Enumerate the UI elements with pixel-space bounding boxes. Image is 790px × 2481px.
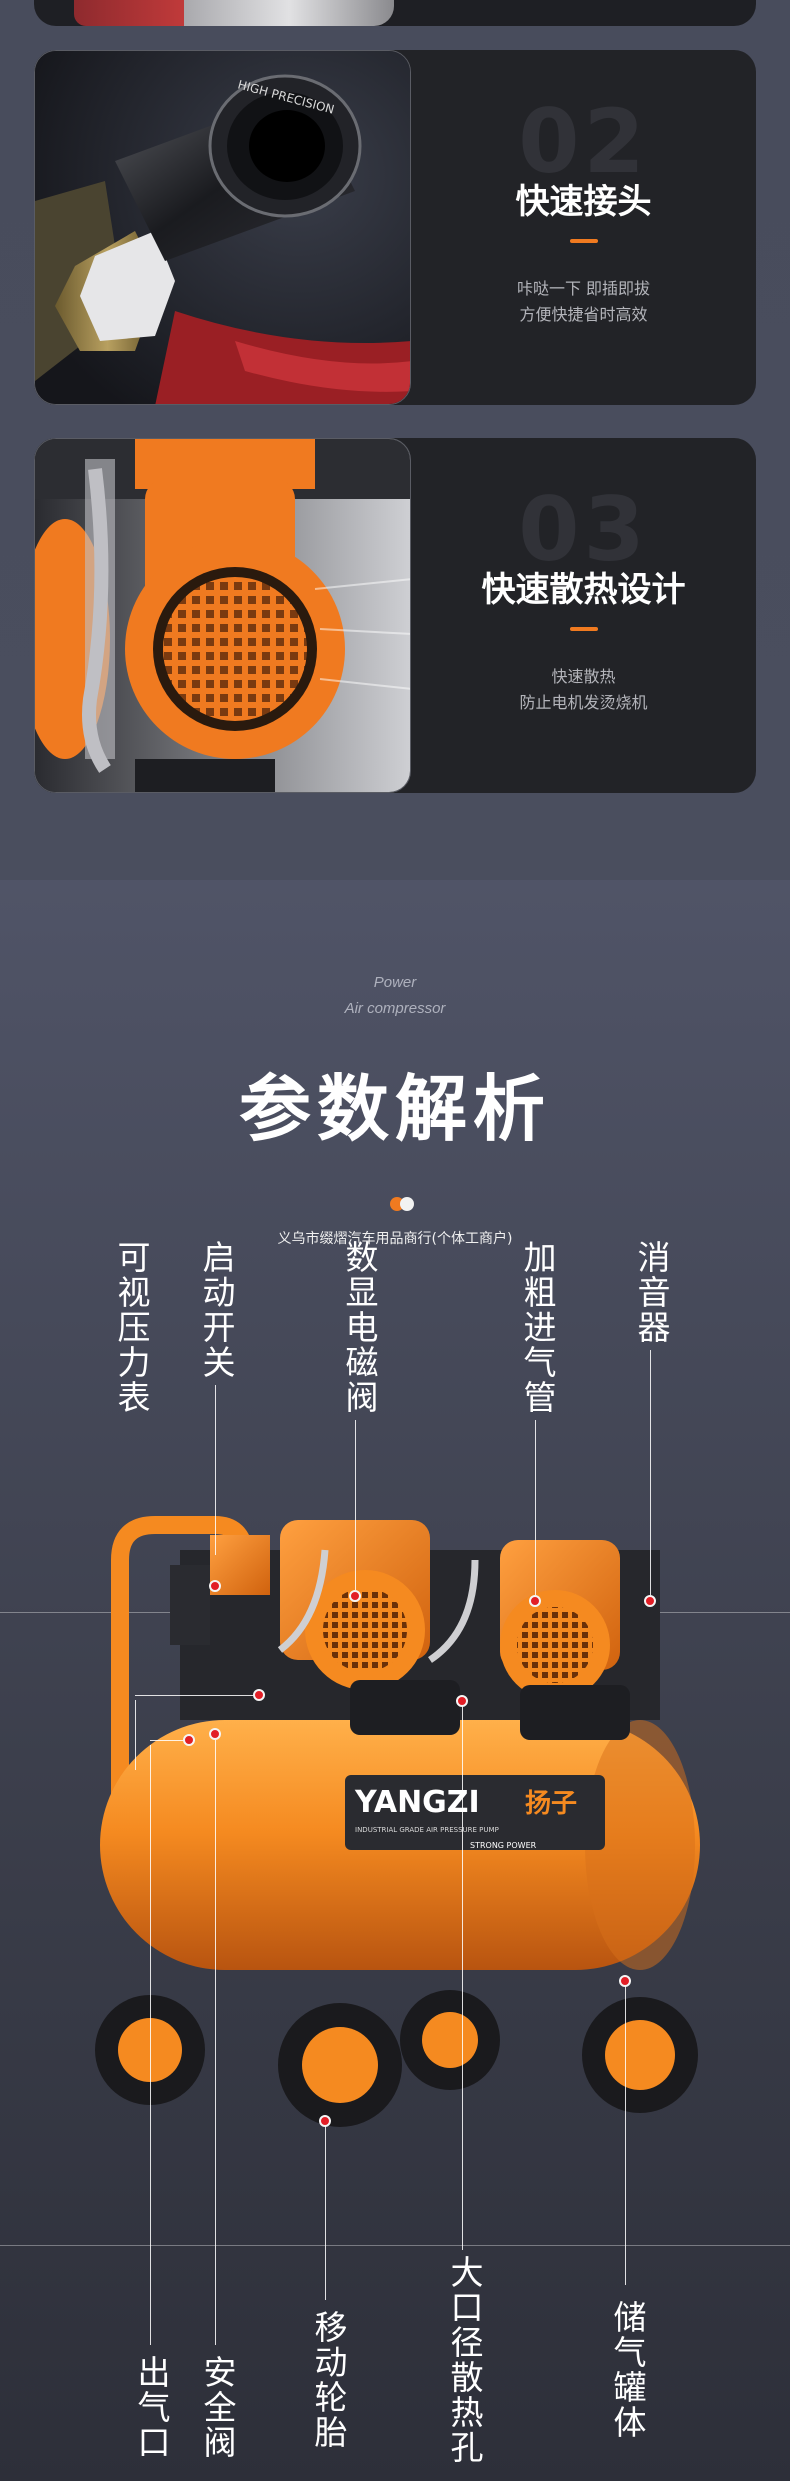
callout-line-muffler [650, 1350, 651, 1595]
callout-dot-safety [209, 1728, 221, 1740]
label-air-outlet: 出气口 [132, 2355, 171, 2460]
decor-dots [390, 1195, 420, 1211]
feature-desc-line: 咔哒一下 即插即拔 [516, 279, 651, 298]
callout-dot-vent [456, 1695, 468, 1707]
label-pressure-gauge: 可视压力表 [112, 1240, 151, 1415]
callout-line-gauge [135, 1700, 136, 1770]
brand-logo: YANGZI [354, 1785, 480, 1820]
brand-subline: INDUSTRIAL GRADE AIR PRESSURE PUMP [355, 1826, 499, 1834]
previous-card-edge [34, 0, 756, 26]
quick-coupler-image: HIGH PRECISION [34, 50, 411, 405]
label-safety-valve: 安全阀 [198, 2355, 237, 2460]
callout-dot-muffler [644, 1595, 656, 1607]
label-muffler: 消音器 [632, 1240, 671, 1345]
callout-dot-outlet [183, 1734, 195, 1746]
callout-dot-wheel [319, 2115, 331, 2127]
feature-text-02: 02 快速接头 咔哒一下 即插即拔 方便快捷省时高效 [411, 50, 756, 405]
shop-name: 义乌市缀熠汽车用品商行(个体工商户) [277, 1231, 513, 1247]
cooling-fan-icon [35, 439, 410, 792]
guide-line-bottom [0, 2245, 790, 2246]
label-vent-holes: 大口径散热孔 [445, 2255, 484, 2465]
brand-badge: STRONG POWER [470, 1841, 537, 1850]
previous-card-metal [184, 0, 394, 26]
feature-title: 快速接头 [515, 182, 652, 222]
callout-line-vent [462, 1700, 463, 2250]
feature-text-03: 03 快速散热设计 快速散热 防止电机发烫烧机 [411, 438, 756, 793]
feature-description: 快速散热 防止电机发烫烧机 [411, 664, 756, 716]
english-subtitle: Power Air compressor [0, 970, 790, 1022]
callout-line-wheel [325, 2125, 326, 2300]
callout-dot-tank [619, 1975, 631, 1987]
white-dot [400, 1197, 414, 1211]
feature-description: 咔哒一下 即插即拔 方便快捷省时高效 [411, 276, 756, 328]
feature-desc-line: 方便快捷省时高效 [519, 305, 648, 324]
callout-line-tank [625, 1985, 626, 2285]
cooling-image [34, 438, 411, 793]
previous-card-red [74, 0, 184, 26]
callout-dot-intake [529, 1595, 541, 1607]
brand-logo-cn: 扬子 [525, 1789, 577, 1819]
callout-line-intake [535, 1420, 536, 1595]
callout-dot-gauge [253, 1689, 265, 1701]
callout-line-switch [215, 1385, 216, 1555]
feature-title: 快速散热设计 [481, 570, 686, 610]
accent-bar [570, 239, 598, 243]
english-line-2: Air compressor [344, 1000, 446, 1017]
callout-line-outlet [150, 1745, 151, 2345]
label-tank-body: 储气罐体 [608, 2300, 647, 2440]
label-solenoid-valve: 数显电磁阀 [340, 1240, 379, 1415]
label-wheels: 移动轮胎 [309, 2310, 348, 2450]
callout-dot-switch [209, 1580, 221, 1592]
feature-number: 03 [518, 478, 649, 581]
feature-desc-line: 快速散热 [551, 667, 616, 686]
callout-dot-solenoid [349, 1590, 361, 1602]
english-line-1: Power [373, 974, 417, 991]
callout-line-safety [215, 1740, 216, 2345]
callout-line-solenoid [355, 1420, 356, 1590]
accent-bar [570, 627, 598, 631]
feature-desc-line: 防止电机发烫烧机 [519, 693, 648, 712]
parameter-title: 参数解析 [238, 1067, 551, 1151]
feature-number: 02 [518, 90, 649, 193]
callout-line-gauge-h [135, 1695, 255, 1696]
feature-card-quick-coupler: HIGH PRECISION 02 快速接头 咔哒一下 即插即拔 方便快捷省时高… [34, 50, 756, 405]
label-start-switch: 启动开关 [197, 1240, 236, 1380]
quick-coupler-icon: HIGH PRECISION [35, 51, 410, 404]
air-compressor-image: YANGZI 扬子 INDUSTRIAL GRADE AIR PRESSURE … [95, 1516, 700, 2127]
callout-line-outlet-h [150, 1740, 195, 1741]
feature-card-cooling: 03 快速散热设计 快速散热 防止电机发烫烧机 [34, 438, 756, 793]
label-intake-pipe: 加粗进气管 [518, 1240, 557, 1415]
